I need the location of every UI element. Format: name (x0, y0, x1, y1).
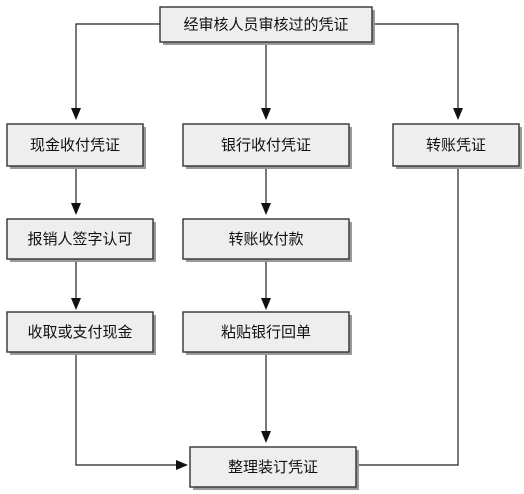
edge-collect-pay-cash-to-organize-bind (75, 352, 178, 466)
node-bank-voucher: 银行收付凭证 (182, 123, 352, 169)
node-reimburser-sign: 报销人签字认可 (6, 218, 156, 262)
node-root: 经审核人员审核过的凭证 (159, 6, 375, 45)
node-collect-pay-cash: 收取或支付现金 (6, 311, 156, 355)
node-bank-voucher-label: 银行收付凭证 (221, 136, 311, 154)
arrow-cash-voucher-to-reimburser-sign (71, 203, 81, 215)
node-reimburser-sign-label: 报销人签字认可 (27, 230, 132, 248)
node-cash-voucher: 现金收付凭证 (6, 123, 146, 169)
node-transfer-payment-label: 转账收付款 (228, 230, 303, 248)
arrow-collect-pay-cash-to-organize-bind (176, 460, 188, 470)
edge-root-to-cash-voucher (75, 23, 160, 110)
node-transfer-payment: 转账收付款 (182, 218, 352, 262)
edges-group (71, 23, 463, 470)
arrow-root-to-transfer-voucher (453, 108, 463, 120)
arrow-bank-voucher-to-transfer-payment (261, 203, 271, 215)
nodes-group: 经审核人员审核过的凭证 现金收付凭证 银行收付凭证 转账凭证 报销人签字认可 转… (6, 6, 522, 490)
node-transfer-voucher-label: 转账凭证 (426, 136, 486, 154)
arrow-root-to-cash-voucher (71, 108, 81, 120)
arrow-attach-bank-receipt-to-organize-bind (261, 431, 271, 443)
node-organize-bind-label: 整理装订凭证 (228, 458, 318, 476)
node-attach-bank-receipt-label: 粘贴银行回单 (221, 323, 311, 341)
edge-root-to-transfer-voucher (372, 23, 459, 110)
node-transfer-voucher: 转账凭证 (392, 123, 522, 169)
node-organize-bind: 整理装订凭证 (189, 446, 359, 490)
arrow-root-to-bank-voucher (261, 108, 271, 120)
edge-transfer-voucher-to-organize-bind (356, 166, 459, 466)
node-attach-bank-receipt: 粘贴银行回单 (182, 311, 352, 355)
node-collect-pay-cash-label: 收取或支付现金 (27, 323, 132, 341)
arrow-reimburser-sign-to-collect-pay-cash (71, 298, 81, 310)
node-root-label: 经审核人员审核过的凭证 (183, 16, 348, 34)
node-cash-voucher-label: 现金收付凭证 (30, 136, 120, 154)
arrow-transfer-payment-to-attach-bank-receipt (261, 298, 271, 310)
